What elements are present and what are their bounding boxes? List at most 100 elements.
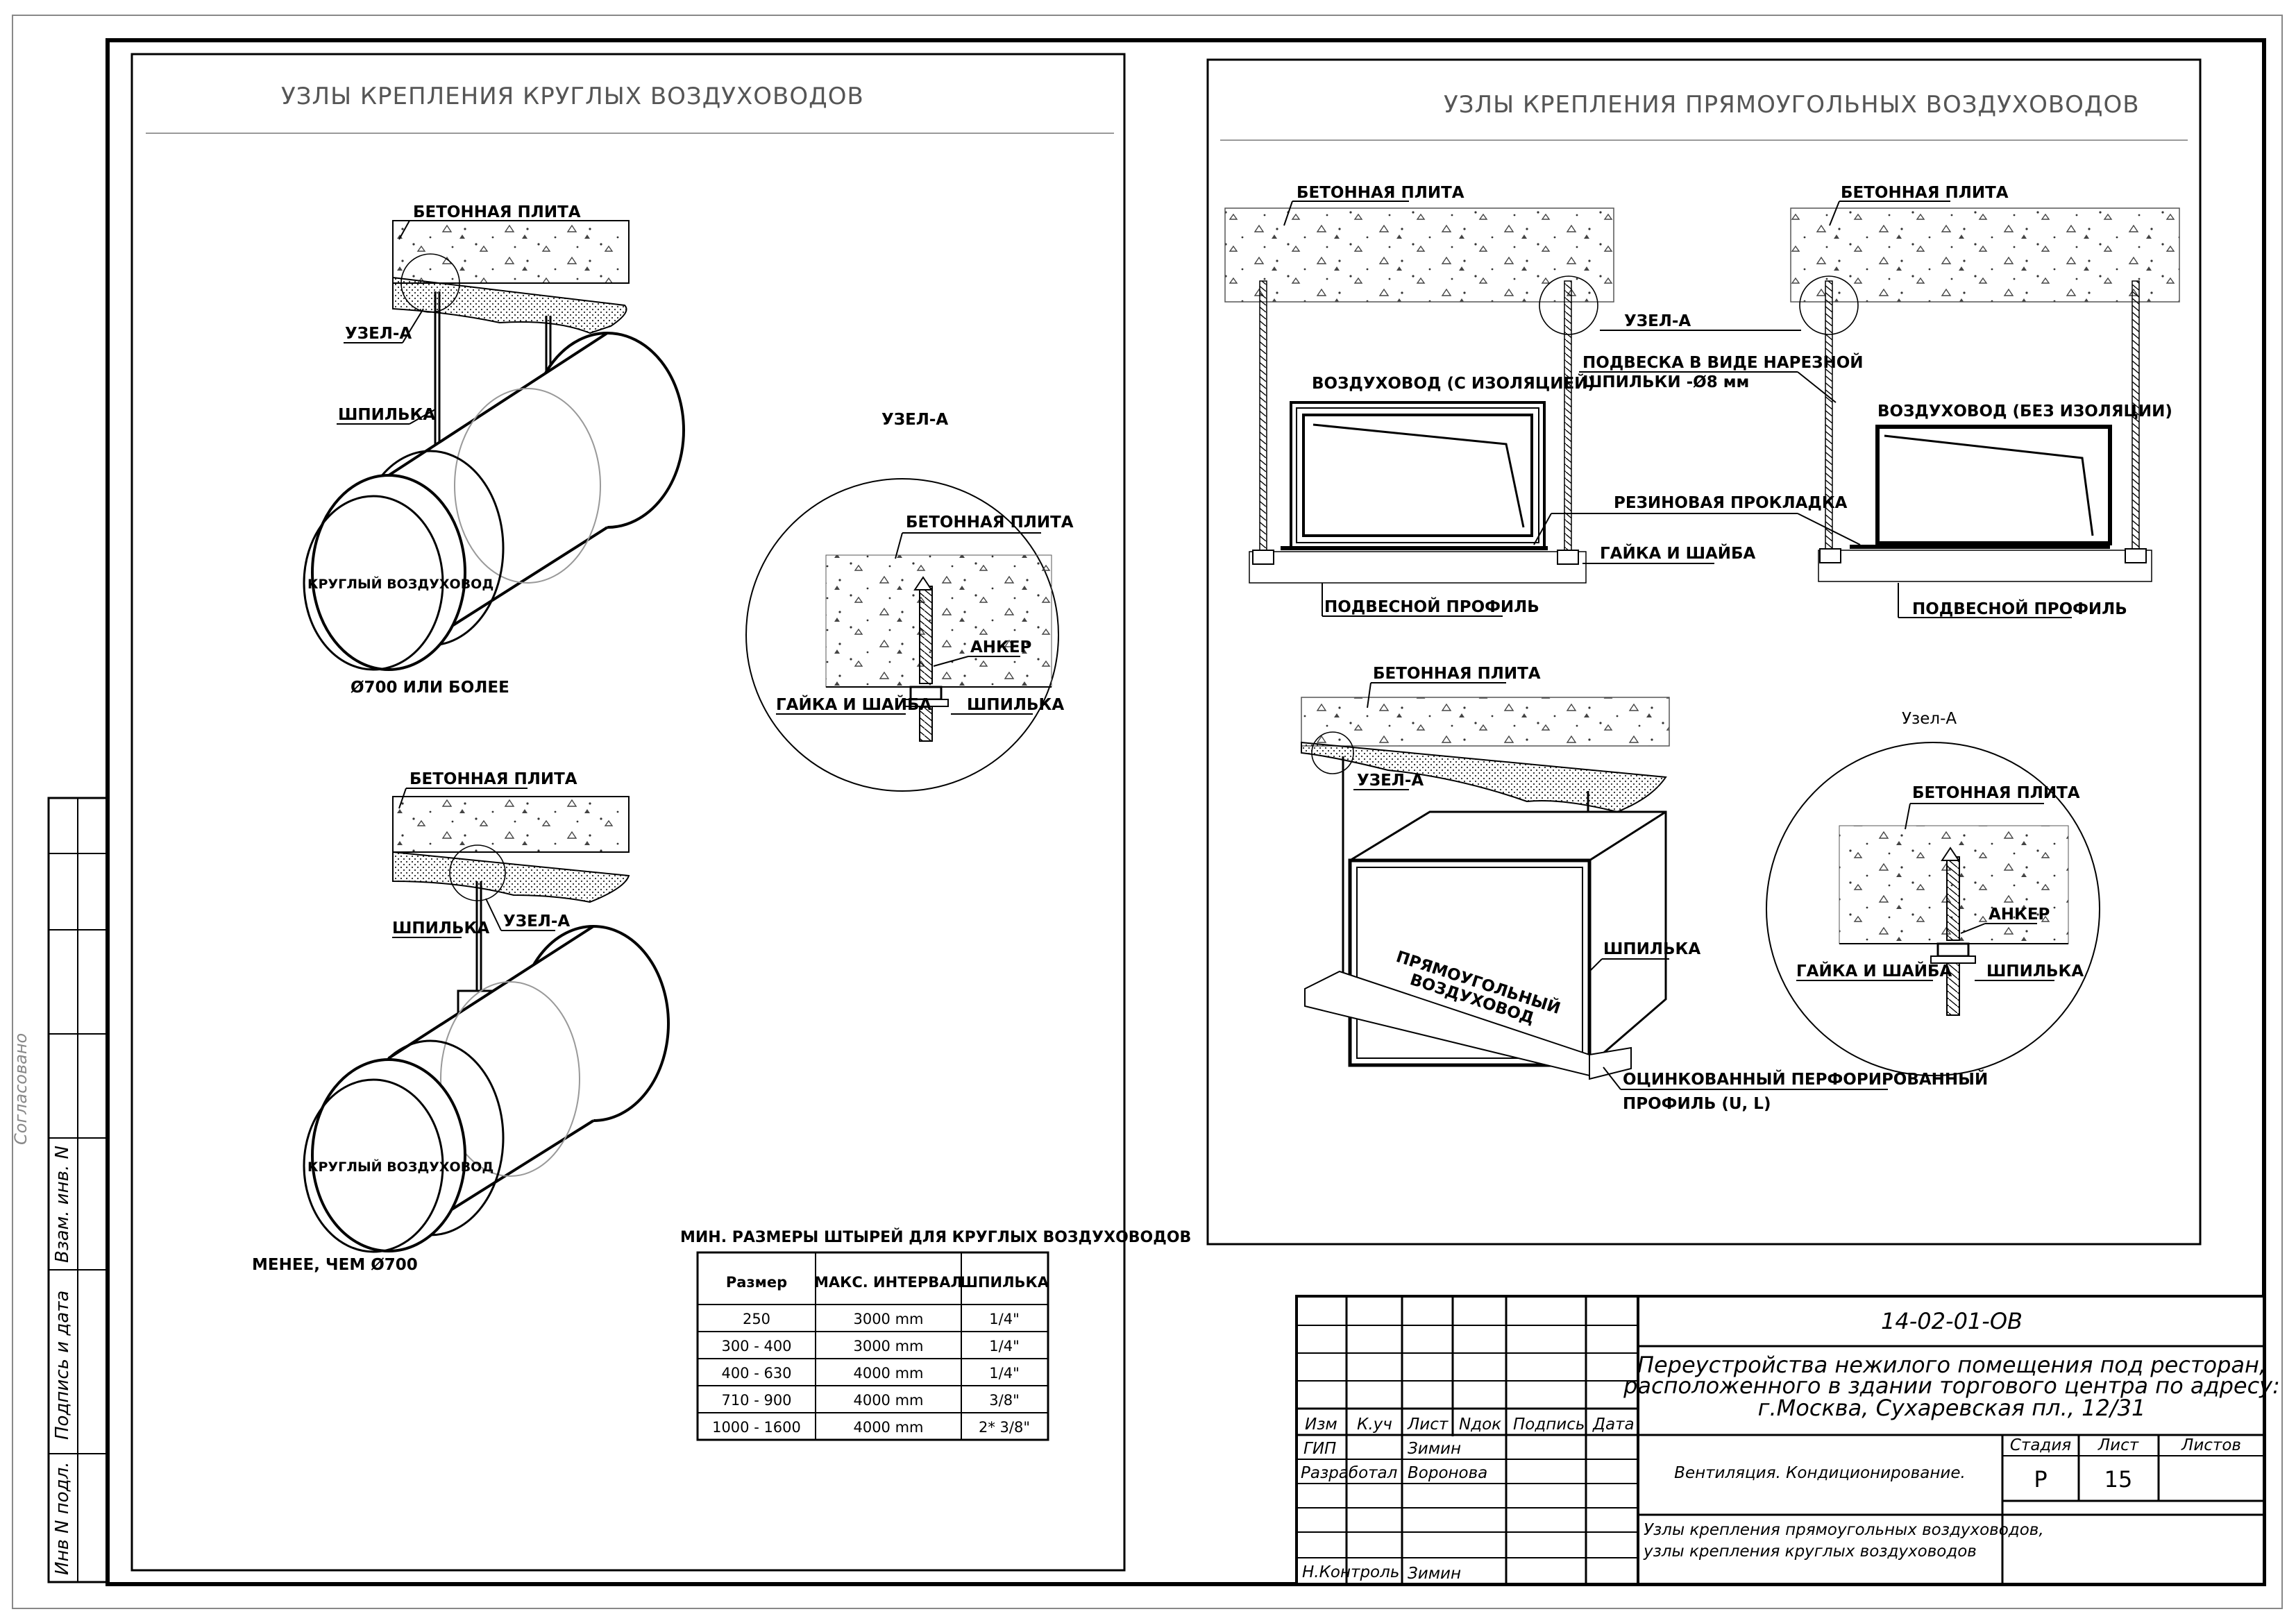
table-cell: 400 - 630	[721, 1365, 791, 1382]
rect-callouts: УЗЕЛ-А ПОДВЕСКА В ВИДЕ НАРЕЗНОЙ ШПИЛЬКИ …	[1533, 312, 1864, 564]
outer-frame	[12, 15, 2283, 1609]
table-cell: 250	[743, 1311, 770, 1327]
rect-detail-a: Узел-А БЕТОННАЯ ПЛИТА АНКЕР ГАЙКА И ШАЙБ…	[1766, 710, 2100, 1076]
stage-label: Стадия	[2010, 1436, 2071, 1454]
stamp-inv-orig: Инв N подл.	[52, 1461, 73, 1575]
col-date: Дата	[1592, 1416, 1635, 1434]
stage-value: Р	[2034, 1466, 2047, 1493]
name-norm-control: Зимин	[1408, 1565, 1461, 1583]
col-list: Лист	[1407, 1416, 1449, 1434]
round-bottom-duct: КРУГЛЫЙ ВОЗДУХОВОД	[307, 1159, 493, 1175]
col-izm: Изм	[1305, 1416, 1337, 1434]
round-bottom-caption: МЕНЕЕ, ЧЕМ Ø700	[252, 1256, 418, 1274]
rect-duct-isometric: БЕТОННАЯ ПЛИТА УЗЕЛ-А ПРЯМОУГОЛЬНЫЙ ВОЗД…	[1301, 665, 1988, 1113]
table-cell: 300 - 400	[721, 1338, 791, 1354]
table-cell: 3/8"	[989, 1392, 1019, 1409]
title-project-line2: расположенного в здании торгового центра…	[1623, 1373, 2280, 1399]
rect-hanger-line2: ШПИЛЬКИ -Ø8 мм	[1582, 373, 1749, 391]
rect-detail-anchor: АНКЕР	[1989, 906, 2050, 924]
round-detail-rod: ШПИЛЬКА	[967, 696, 1064, 714]
round-detail-title: УЗЕЛ-А	[881, 411, 948, 429]
table-cell: 1/4"	[989, 1338, 1019, 1354]
rect-slab-right: БЕТОННАЯ ПЛИТА	[1841, 184, 2009, 202]
title-project-line3: г.Москва, Сухаревская пл., 12/31	[1758, 1395, 2146, 1421]
rect-profile-right: ПОДВЕСНОЙ ПРОФИЛЬ	[1912, 599, 2127, 618]
rect-rubber: РЕЗИНОВАЯ ПРОКЛАДКА	[1614, 494, 1848, 512]
table-cell: 4000 mm	[853, 1392, 923, 1409]
col-ndok: Nдок	[1459, 1416, 1501, 1434]
rect-hanger-line1: ПОДВЕСКА В ВИДЕ НАРЕЗНОЙ	[1582, 352, 1864, 372]
title-project-line1: Переустройства нежилого помещения под ре…	[1637, 1352, 2266, 1378]
sheet-value: 15	[2104, 1466, 2133, 1493]
round-detail-anchor: АНКЕР	[970, 638, 1031, 656]
rect-section-bare: БЕТОННАЯ ПЛИТА ВОЗДУХОВОД (БЕЗ ИЗОЛЯЦИИ)…	[1790, 184, 2180, 618]
rect-iso-slab: БЕТОННАЯ ПЛИТА	[1373, 665, 1541, 683]
rect-detail-slab: БЕТОННАЯ ПЛИТА	[1912, 784, 2080, 802]
table-cell: 1000 - 1600	[712, 1419, 801, 1436]
stamp-sign-date: Подпись и дата	[52, 1291, 73, 1440]
stamp-inv-sub: Взам. инв. N	[52, 1146, 73, 1263]
stamp-agreed: Согласовано	[11, 1033, 31, 1145]
drawing-title-line1: Узлы крепления прямоугольных воздуховодо…	[1644, 1521, 2044, 1539]
rect-profile-left: ПОДВЕСНОЙ ПРОФИЛЬ	[1324, 597, 1539, 616]
round-top-duct: КРУГЛЫЙ ВОЗДУХОВОД	[307, 576, 493, 592]
rect-nut: ГАЙКА И ШАЙБА	[1600, 543, 1756, 563]
rect-node-label: УЗЕЛ-А	[1624, 312, 1691, 330]
sheet-label: Лист	[2097, 1436, 2139, 1454]
round-detail-slab: БЕТОННАЯ ПЛИТА	[906, 513, 1074, 532]
round-top-rod: ШПИЛЬКА	[338, 406, 435, 424]
table-cell: 3000 mm	[853, 1311, 923, 1327]
name-gip: Зимин	[1408, 1440, 1461, 1458]
rect-section-insulated: БЕТОННАЯ ПЛИТА ВОЗДУХОВОД (С ИЗОЛЯЦИЕЙ) …	[1224, 184, 1614, 617]
rect-iso-rod: ШПИЛЬКА	[1603, 940, 1700, 958]
round-top-slab: БЕТОННАЯ ПЛИТА	[413, 203, 581, 221]
table-cell: 2* 3/8"	[979, 1419, 1030, 1436]
round-duct-small: БЕТОННАЯ ПЛИТА ШПИЛЬКА УЗЕЛ-А КРУГЛЫЙ ВО…	[252, 770, 670, 1274]
round-bottom-rod: ШПИЛЬКА	[392, 919, 489, 937]
rect-slab-left: БЕТОННАЯ ПЛИТА	[1297, 184, 1464, 202]
role-norm-control: Н.Контроль	[1302, 1563, 1399, 1581]
side-stamp: Согласовано Взам. инв. N Подпись и дата …	[11, 797, 108, 1583]
rect-iso-profile-line2: ПРОФИЛЬ (U, L)	[1623, 1095, 1771, 1113]
round-bottom-slab: БЕТОННАЯ ПЛИТА	[410, 770, 577, 788]
table-cell: 710 - 900	[721, 1392, 791, 1409]
table-header-interval: МАКС. ИНТЕРВАЛ	[814, 1274, 963, 1291]
table-header-rod: ШПИЛЬКА	[960, 1274, 1049, 1291]
rect-panel-title: УЗЛЫ КРЕПЛЕНИЯ ПРЯМОУГОЛЬНЫХ ВОЗДУХОВОДО…	[1444, 91, 2140, 119]
round-detail-a: УЗЕЛ-А БЕТОННАЯ ПЛИТА АНКЕР ГАЙКА И ШАЙБ…	[745, 411, 1074, 792]
role-gip: ГИП	[1303, 1440, 1336, 1458]
round-duct-large: БЕТОННАЯ ПЛИТА УЗЕЛ-А ШПИЛЬКА КРУГЛЫЙ ВО…	[303, 203, 685, 697]
section-name: Вентиляция. Кондиционирование.	[1674, 1464, 1966, 1482]
rect-ducts-panel: УЗЛЫ КРЕПЛЕНИЯ ПРЯМОУГОЛЬНЫХ ВОЗДУХОВОДО…	[1206, 58, 2202, 1246]
title-code: 14-02-01-ОВ	[1881, 1308, 2023, 1334]
role-developer: Разработал	[1301, 1464, 1398, 1482]
table-cell: 4000 mm	[853, 1419, 923, 1436]
table-header-size: Размер	[726, 1274, 787, 1291]
col-kuch: К.уч	[1357, 1416, 1392, 1434]
round-top-node: УЗЕЛ-А	[345, 325, 412, 343]
round-top-caption: Ø700 ИЛИ БОЛЕЕ	[351, 679, 509, 697]
rect-detail-nut: ГАЙКА И ШАЙБА	[1796, 961, 1952, 980]
drawing-title-line2: узлы крепления круглых воздуховодов	[1643, 1543, 1977, 1561]
rect-iso-node: УЗЕЛ-А	[1357, 772, 1424, 790]
col-sign: Подпись	[1513, 1416, 1585, 1434]
rect-detail-title: Узел-А	[1902, 710, 1957, 728]
rod-size-table: МИН. РАЗМЕРЫ ШТЫРЕЙ ДЛЯ КРУГЛЫХ ВОЗДУХОВ…	[680, 1228, 1191, 1441]
round-ducts-panel: УЗЛЫ КРЕПЛЕНИЯ КРУГЛЫХ ВОЗДУХОВОДОВ БЕТО…	[130, 53, 1191, 1572]
round-detail-nut: ГАЙКА И ШАЙБА	[776, 695, 932, 714]
name-developer: Воронова	[1408, 1464, 1487, 1482]
table-cell: 1/4"	[989, 1311, 1019, 1327]
rect-iso-profile-line1: ОЦИНКОВАННЫЙ ПЕРФОРИРОВАННЫЙ	[1623, 1069, 1988, 1089]
table-cell: 4000 mm	[853, 1365, 923, 1382]
table-title: МИН. РАЗМЕРЫ ШТЫРЕЙ ДЛЯ КРУГЛЫХ ВОЗДУХОВ…	[680, 1228, 1191, 1246]
rect-duct-insulated: ВОЗДУХОВОД (С ИЗОЛЯЦИЕЙ)	[1312, 373, 1595, 393]
title-block: 14-02-01-ОВ Переустройства нежилого поме…	[1295, 1295, 2280, 1586]
rect-detail-rod: ШПИЛЬКА	[1986, 962, 2084, 980]
rect-duct-bare: ВОЗДУХОВОД (БЕЗ ИЗОЛЯЦИИ)	[1877, 402, 2172, 420]
round-bottom-node: УЗЕЛ-А	[503, 912, 570, 931]
table-cell: 3000 mm	[853, 1338, 923, 1354]
table-cell: 1/4"	[989, 1365, 1019, 1382]
sheets-label: Листов	[2181, 1436, 2241, 1454]
round-panel-title: УЗЛЫ КРЕПЛЕНИЯ КРУГЛЫХ ВОЗДУХОВОДОВ	[281, 83, 864, 110]
